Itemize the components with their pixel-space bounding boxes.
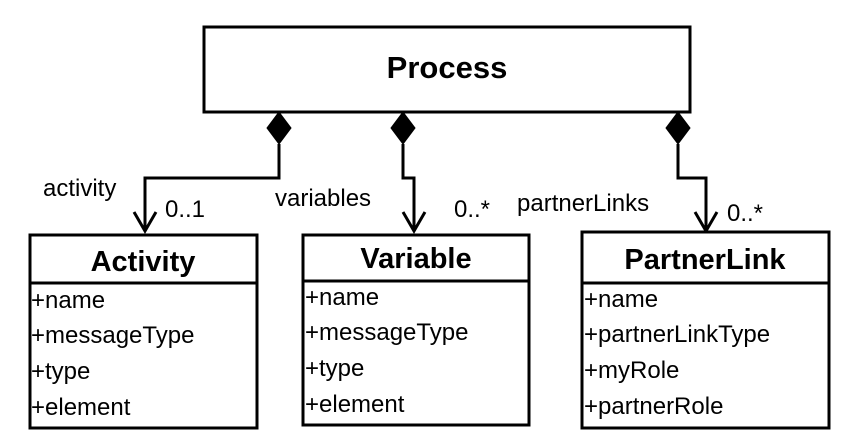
composition-partnerlinks: partnerLinks 0..*	[517, 111, 763, 234]
attribute-name: +name	[31, 287, 105, 314]
attribute-message-type: +messageType	[31, 322, 194, 349]
attribute-name: +name	[584, 286, 658, 313]
partnerlink-class-box	[580, 230, 831, 430]
multiplicity-label-variables: 0..*	[454, 196, 490, 223]
attribute-partner-role: +partnerRole	[584, 393, 723, 420]
multiplicity-label-activity: 0..1	[165, 196, 205, 223]
activity-class: Activity +name +messageType +type +eleme…	[28, 233, 259, 430]
association-line-variables	[401, 144, 416, 230]
attribute-type: +type	[305, 355, 364, 382]
composition-variables: variables 0..*	[275, 111, 490, 234]
variable-class-box	[301, 233, 531, 427]
process-class-box	[202, 25, 692, 114]
composition-diamond-partnerlinks	[665, 111, 691, 145]
arrowhead-variables	[401, 211, 427, 234]
association-line-partnerlinks	[676, 144, 708, 230]
variable-class-title: Variable	[360, 243, 471, 275]
attribute-element: +element	[31, 394, 131, 421]
role-label-partnerlinks: partnerLinks	[517, 190, 649, 217]
attribute-message-type: +messageType	[305, 319, 468, 346]
role-label-activity: activity	[43, 175, 116, 202]
attribute-partner-link-type: +partnerLinkType	[584, 321, 770, 348]
association-line-activity	[143, 144, 281, 230]
arrowhead-activity	[132, 211, 158, 234]
composition-diamond-variables	[390, 111, 416, 145]
attribute-name: +name	[305, 284, 379, 311]
activity-class-title: Activity	[91, 246, 196, 278]
composition-activity: activity 0..1	[43, 111, 292, 234]
role-label-variables: variables	[275, 185, 371, 212]
attribute-element: +element	[305, 391, 405, 418]
variable-class: Variable +name +messageType +type +eleme…	[301, 233, 531, 427]
attribute-my-role: +myRole	[584, 357, 679, 384]
attribute-type: +type	[31, 358, 90, 385]
activity-class-box	[28, 233, 259, 430]
partnerlink-class-title: PartnerLink	[624, 244, 786, 276]
process-class: Process	[202, 25, 692, 114]
composition-diamond-activity	[266, 111, 292, 145]
partnerlink-class: PartnerLink +name +partnerLinkType +myRo…	[580, 230, 831, 430]
multiplicity-label-partnerlinks: 0..*	[727, 200, 763, 227]
process-class-title: Process	[387, 50, 508, 85]
